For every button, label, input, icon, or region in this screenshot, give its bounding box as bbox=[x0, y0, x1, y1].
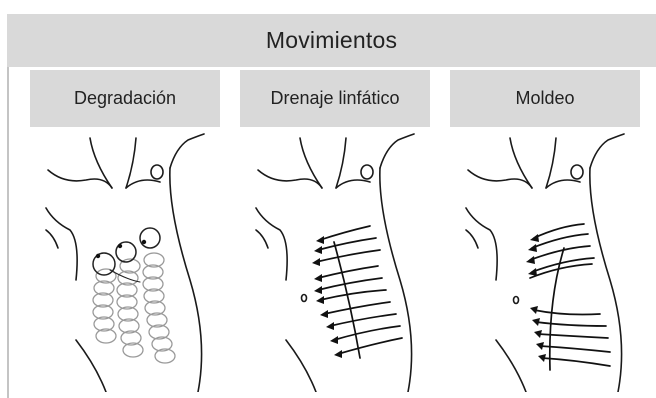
torso-crossing-arrows-diagram bbox=[460, 130, 640, 392]
torso-circles-diagram bbox=[40, 130, 220, 392]
torso-drainage-arrows-diagram bbox=[250, 130, 430, 392]
column-header-moldeo: Moldeo bbox=[450, 70, 640, 127]
table-title: Movimientos bbox=[7, 14, 656, 67]
column-header-drenaje: Drenaje linfático bbox=[240, 70, 430, 127]
left-border bbox=[7, 67, 9, 398]
column-header-degradacion: Degradación bbox=[30, 70, 220, 127]
